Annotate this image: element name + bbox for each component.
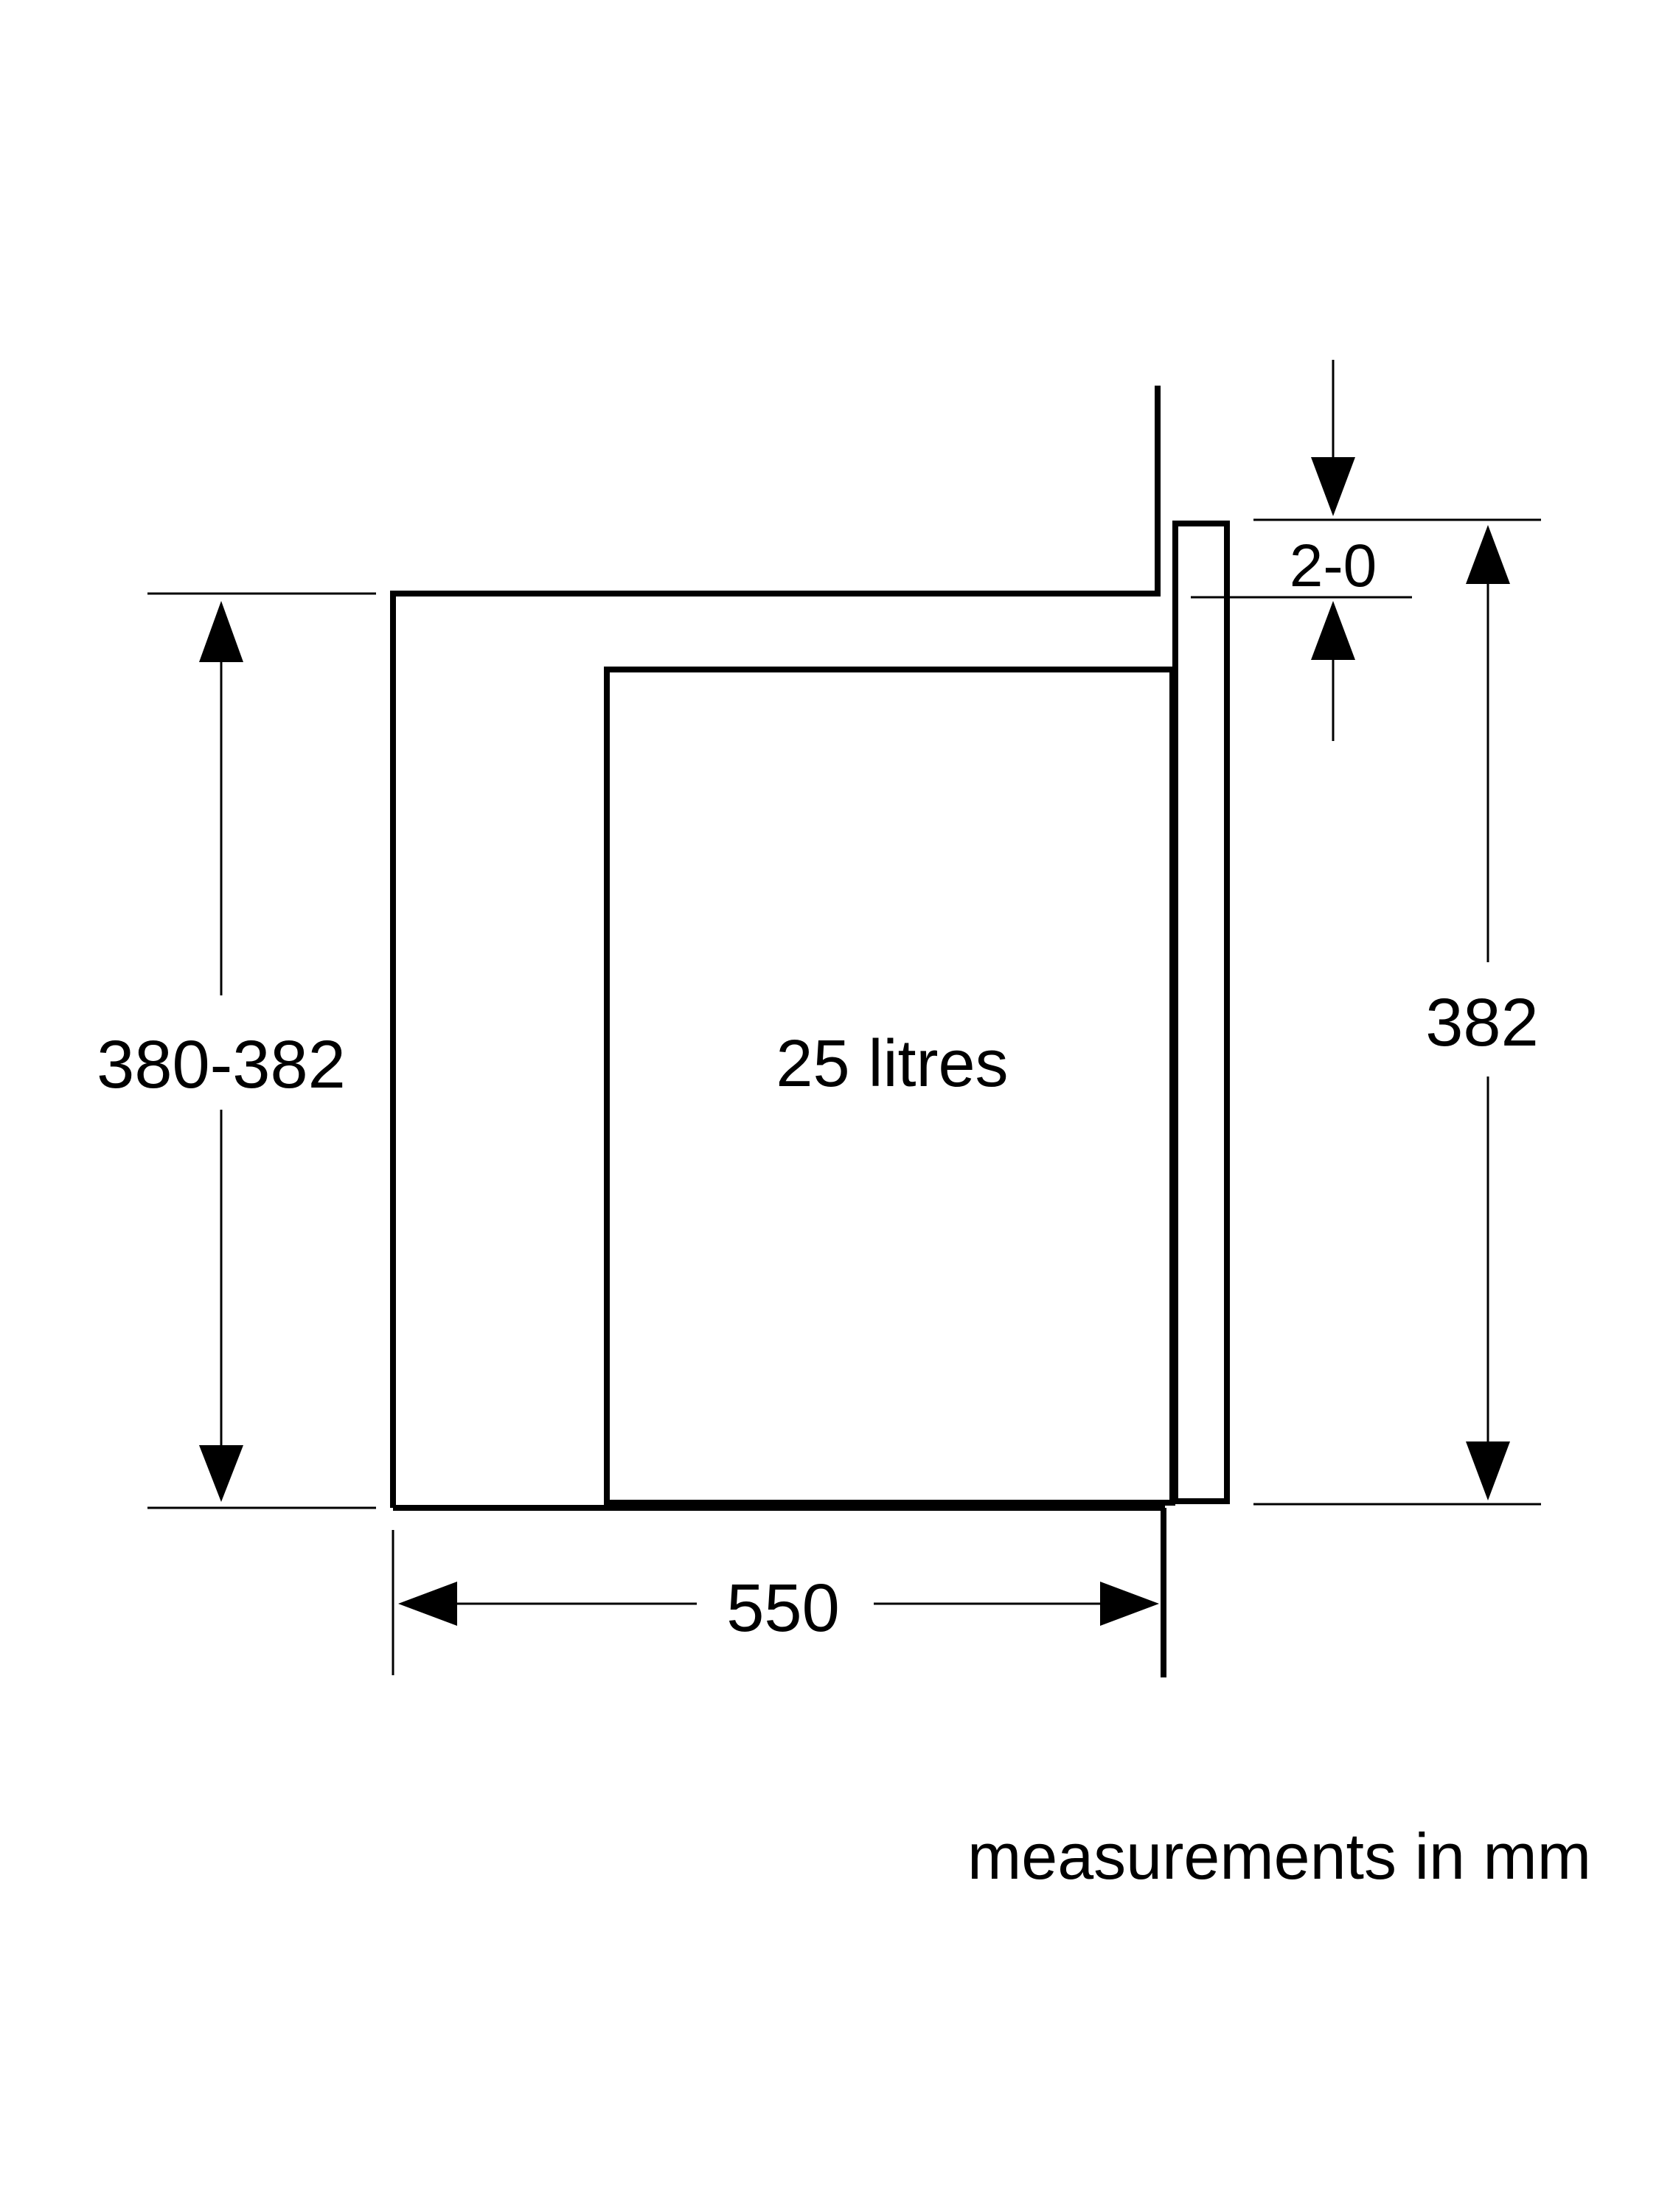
depth-arrow-right-icon [1100,1582,1159,1626]
right-dim-arrow-down-icon [1466,1441,1510,1500]
left-dim-arrow-down-icon [199,1445,243,1502]
front-door-panel [1172,521,1230,1504]
gap-arrow-up-icon [1311,601,1355,660]
right-dim-arrow-up-icon [1466,525,1510,584]
capacity-label: 25 litres [776,1027,1008,1101]
appliance-body-outline [390,386,1161,1508]
depth-arrow-left-icon [398,1582,457,1626]
front-height-label: 382 [1425,985,1539,1060]
gap-arrow-down-icon [1311,457,1355,516]
height-range-label: 380-382 [97,1027,346,1102]
depth-label: 550 [726,1571,840,1646]
left-dim-arrow-up-icon [199,601,243,662]
units-note: measurements in mm [967,1820,1591,1893]
gap-label: 2-0 [1290,532,1377,599]
